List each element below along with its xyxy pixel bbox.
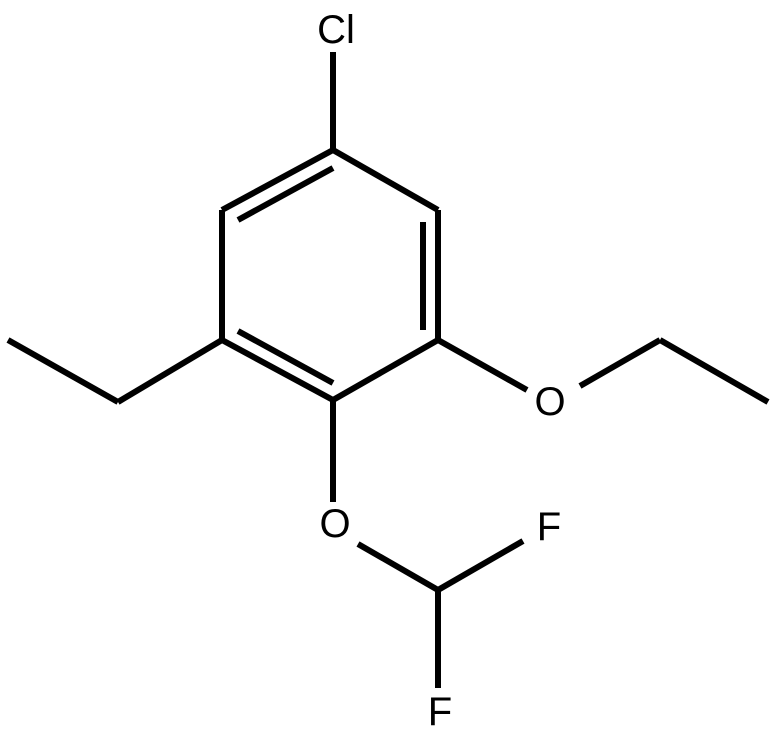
- ring-bond-c6-c1: [220, 147, 335, 213]
- bond-ethoxy-ch2-ch3: [658, 337, 770, 405]
- bond-o-ethoxy-ch2: [578, 337, 662, 389]
- bond-c5-ethyl-ch2: [116, 337, 224, 405]
- bond-c3-o-ethoxy: [436, 337, 529, 393]
- bond-o-chf2: [356, 541, 440, 593]
- bond-ethyl-ch2-ch3: [6, 337, 120, 405]
- ring-bond-c1-c2: [331, 147, 440, 213]
- ring-inner-double-bond-c4-c5: [236, 328, 335, 386]
- bond-chf2-f-upper: [436, 538, 525, 593]
- ring-bond-c4-c5: [220, 337, 335, 403]
- atom-label-cl: Cl: [317, 8, 355, 52]
- atom-label-o-difluoromethoxy: O: [319, 502, 350, 546]
- atom-label-f-upper: F: [537, 505, 561, 549]
- ring-inner-double-bond-c1-c6: [236, 165, 335, 223]
- atom-label-o-ethoxy: O: [534, 380, 565, 424]
- ring-bond-c3-c4: [331, 337, 440, 403]
- atom-label-f-lower: F: [428, 690, 452, 734]
